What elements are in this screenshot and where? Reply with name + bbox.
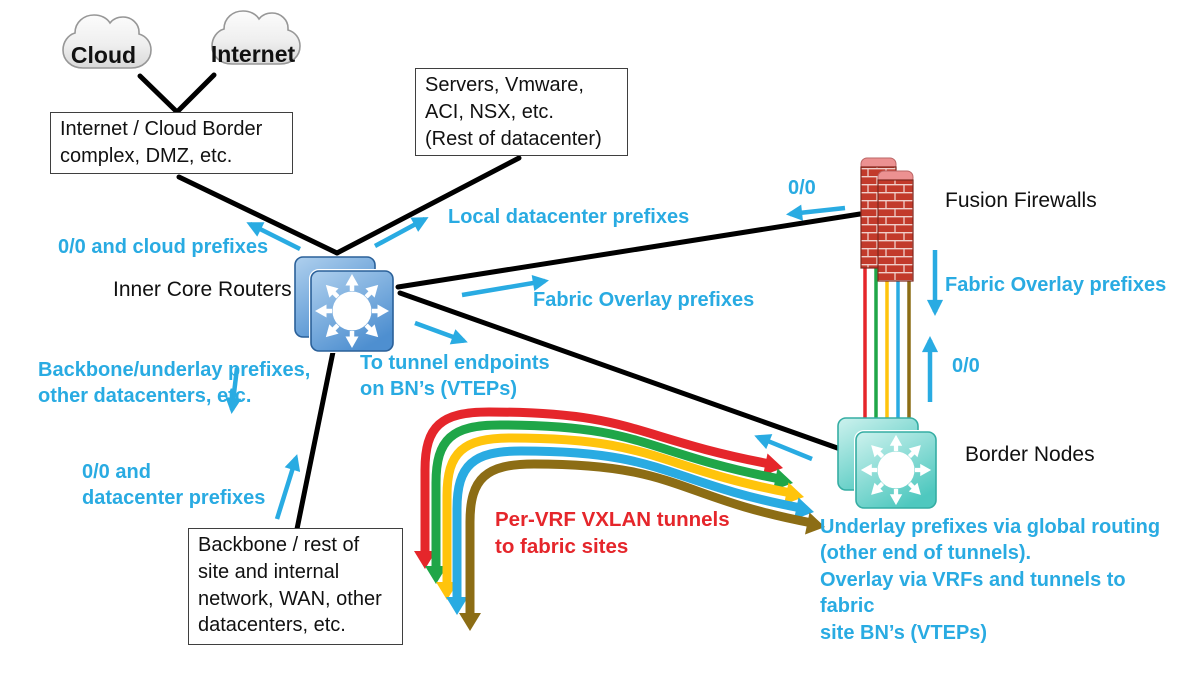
arrow-backbone-underlay (225, 367, 242, 415)
vxlan-tunnel-olive (459, 459, 825, 631)
backbone-underlay-label: Backbone/underlay prefixes, other datace… (38, 359, 311, 408)
arrow-fw-default (785, 204, 846, 221)
fabric-overlay-mid-label: Fabric Overlay prefixes (533, 289, 755, 311)
servers-box: Servers, Vmware, ACI, NSX, etc. (Rest of… (415, 68, 628, 157)
arrow-bn-to-core (754, 434, 813, 462)
internet-label: Internet (210, 41, 296, 67)
bn-default-route-label: 0/0 (952, 355, 980, 377)
border-node-icon (837, 417, 938, 510)
link-cloud-border (137, 73, 179, 114)
physical-links (137, 72, 863, 532)
core-router-icon (294, 256, 395, 353)
flow-arrows (225, 204, 944, 520)
cloud-label: Cloud (70, 42, 137, 68)
link-core-firewalls (395, 211, 863, 290)
arrow-fabric-overlay-mid (461, 275, 549, 298)
backbone-box: Backbone / rest of site and internal net… (188, 528, 403, 645)
border-complex-box: Internet / Cloud Border complex, DMZ, et… (50, 112, 293, 174)
firewall-icon (860, 157, 914, 282)
fusion-firewalls-label: Fusion Firewalls (945, 189, 1097, 212)
cloud-prefixes-label: 0/0 and cloud prefixes (58, 236, 269, 258)
vxlan-tunnel-green (425, 420, 793, 584)
underlay-note-label: Underlay prefixes via global routing (ot… (820, 516, 1161, 644)
vxlan-tunnel-red (414, 407, 783, 569)
arrow-cloud-prefixes (246, 221, 302, 252)
fabric-overlay-right-label: Fabric Overlay prefixes (945, 274, 1167, 296)
arrow-dc-prefixes (274, 454, 301, 520)
link-internet-border (175, 72, 217, 114)
tunnel-endpoints-label: To tunnel endpoints on BN’s (VTEPs) (360, 352, 550, 401)
link-border-core (176, 174, 340, 256)
arrow-local-dc (373, 217, 429, 248)
border-nodes-label: Border Nodes (965, 443, 1095, 466)
link-servers-core (334, 155, 522, 256)
firewall-bordernode-links (863, 255, 911, 420)
local-dc-prefixes-label: Local datacenter prefixes (448, 206, 690, 228)
dc-prefixes-label: 0/0 and datacenter prefixes (82, 461, 266, 510)
vxlan-tunnel-blue (446, 446, 814, 615)
fw-default-route-label: 0/0 (788, 177, 816, 199)
arrow-tunnel-endpoints (414, 320, 468, 345)
vxlan-tunnels (414, 407, 825, 631)
link-core-bordernodes (397, 290, 846, 453)
inner-core-routers-label: Inner Core Routers (113, 278, 292, 301)
link-core-backbone (294, 344, 337, 532)
vxlan-tunnels-label: Per-VRF VXLAN tunnels to fabric sites (495, 508, 730, 559)
